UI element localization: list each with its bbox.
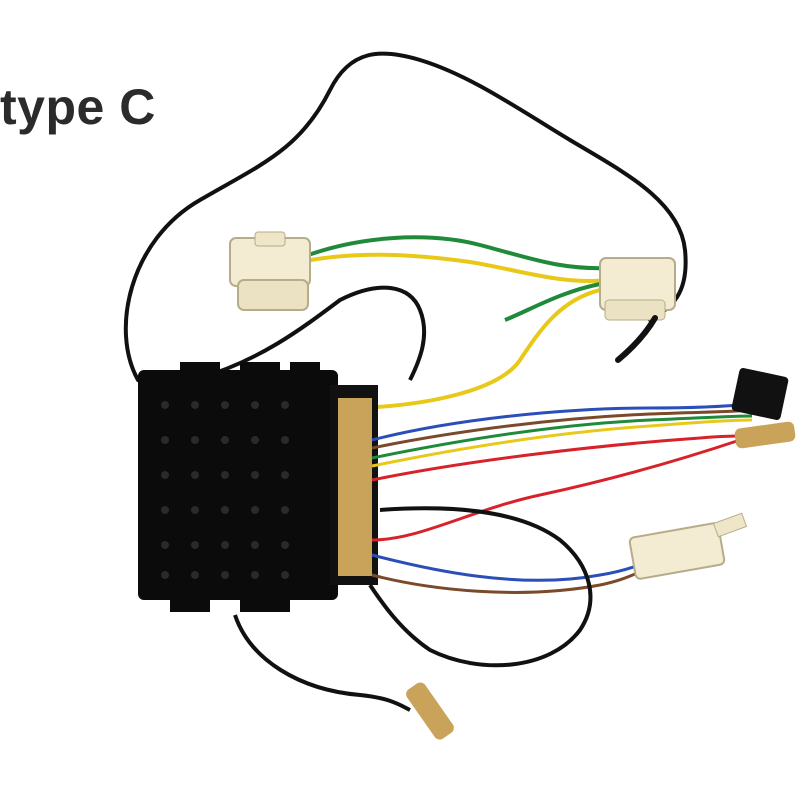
vent-holes bbox=[161, 401, 289, 579]
type-label: type C bbox=[0, 79, 156, 135]
yellow-wire-down bbox=[359, 288, 601, 410]
white-connector-right bbox=[599, 257, 676, 321]
brown-wire-right bbox=[371, 408, 753, 450]
black-wire-top-loop bbox=[123, 51, 688, 382]
yellow-wire-top bbox=[299, 252, 611, 283]
white-connector-lower bbox=[628, 512, 748, 580]
blue-wire-right bbox=[371, 402, 751, 442]
black-wire-bottom bbox=[233, 614, 411, 712]
yellow-wire-right bbox=[371, 418, 753, 468]
brown-wire-lower bbox=[371, 570, 641, 594]
white-connector-left bbox=[229, 231, 311, 311]
black-wire-lower-loop bbox=[368, 506, 593, 668]
green-wire-top bbox=[299, 235, 611, 271]
black-plug-right bbox=[731, 368, 789, 420]
black-wire-stub bbox=[615, 315, 658, 363]
black-wire-mid-loop bbox=[199, 285, 427, 381]
brass-terminal-right bbox=[734, 421, 796, 449]
green-wire-down bbox=[504, 282, 601, 322]
green-wire-right bbox=[371, 414, 753, 460]
red-wire-lower bbox=[371, 438, 741, 542]
brass-terminal-bottom bbox=[406, 682, 454, 740]
red-wire-right bbox=[371, 434, 746, 482]
blue-wire-lower bbox=[371, 553, 641, 582]
